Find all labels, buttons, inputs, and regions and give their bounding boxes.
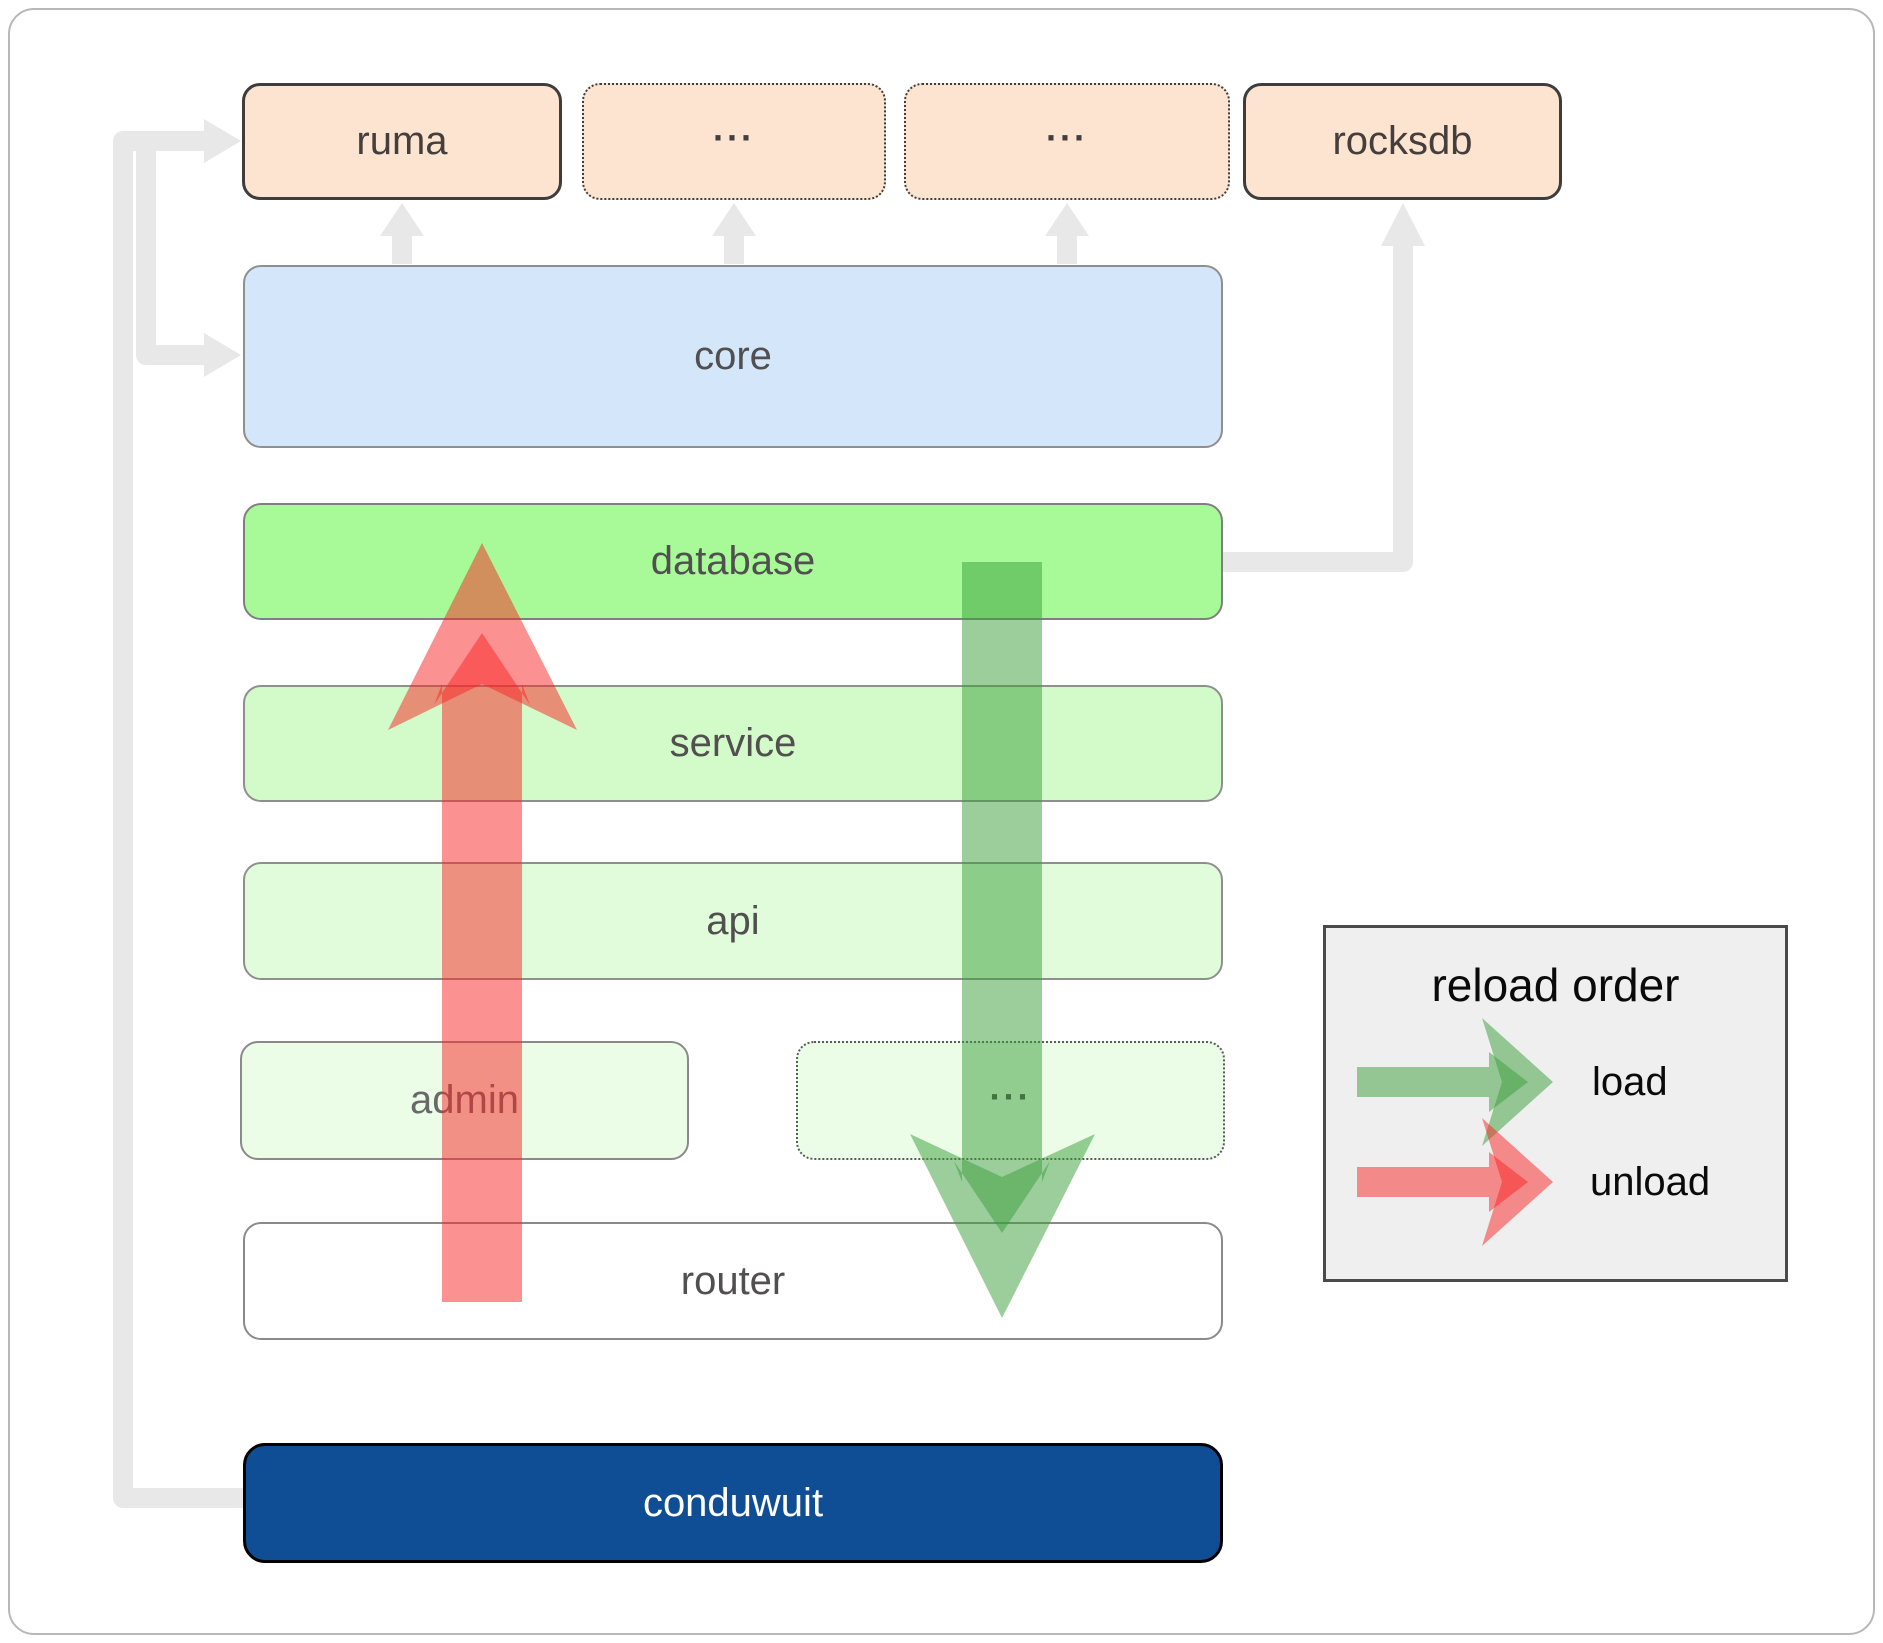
box-ellipsis-3: ... (796, 1041, 1225, 1160)
box-ellipsis-2-label: ... (1045, 106, 1088, 148)
box-api-label: api (706, 898, 760, 943)
legend-title: reload order (1431, 959, 1680, 1011)
box-database: database (243, 503, 1223, 620)
legend-unload-label: unload (1590, 1160, 1711, 1204)
box-ellipsis-1: ... (582, 83, 886, 200)
box-core-label: core (694, 334, 772, 378)
box-admin: admin (240, 1041, 689, 1160)
box-service-label: service (669, 721, 797, 765)
box-router: router (243, 1222, 1223, 1340)
legend-panel: reload order load unload (1323, 925, 1788, 1282)
box-ellipsis-2: ... (904, 83, 1230, 200)
box-ruma: ruma (242, 83, 562, 200)
box-conduwuit: conduwuit (243, 1443, 1223, 1563)
box-router-label: router (680, 1258, 786, 1303)
box-rocksdb: rocksdb (1243, 83, 1562, 200)
box-ellipsis-1-label: ... (712, 106, 755, 148)
box-api: api (243, 862, 1223, 980)
box-ruma-label: ruma (356, 119, 448, 163)
box-conduwuit-label: conduwuit (642, 1480, 824, 1525)
box-database-label: database (650, 539, 816, 583)
box-admin-label: admin (410, 1078, 519, 1122)
outer-frame (8, 8, 1875, 1635)
box-core: core (243, 265, 1223, 448)
legend-unload-arrow-icon (1357, 1118, 1553, 1246)
box-rocksdb-label: rocksdb (1332, 119, 1473, 163)
legend-arrows (1357, 1018, 1553, 1246)
legend-load-label: load (1592, 1060, 1668, 1104)
box-ellipsis-3-label: ... (989, 1065, 1032, 1107)
box-service: service (243, 685, 1223, 802)
legend-load-arrow-icon (1357, 1018, 1553, 1146)
